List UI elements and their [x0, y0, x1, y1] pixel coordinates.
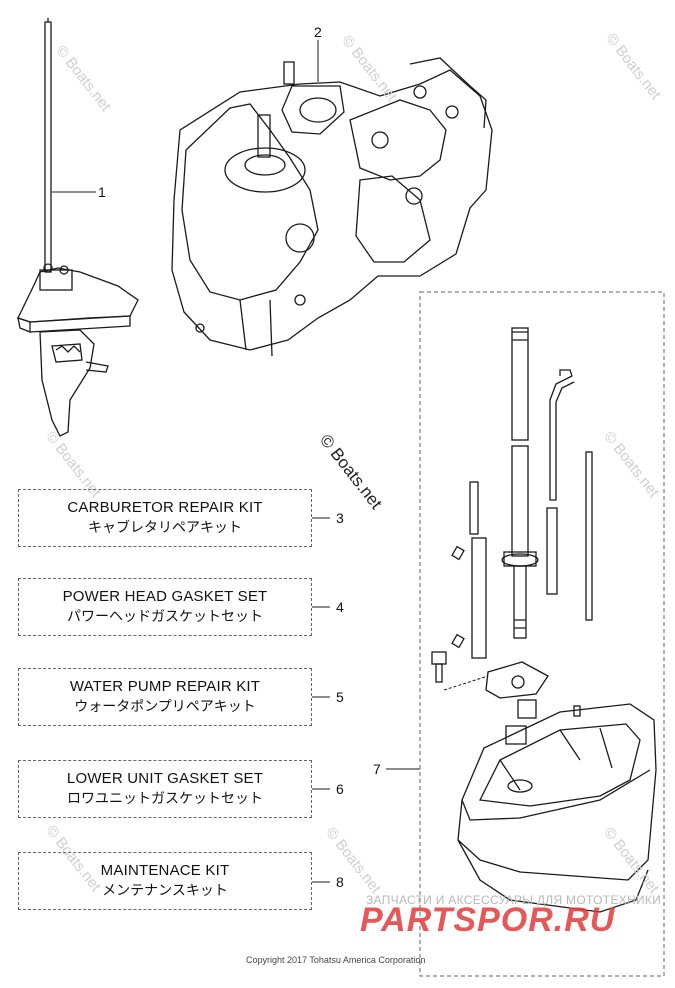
callout-6: 6 [336, 781, 344, 797]
kit-label-jp: メンテナンスキット [102, 883, 228, 899]
kit-maintenance: MAINTENACE KIT メンテナンスキット [18, 852, 312, 910]
callout-7: 7 [373, 761, 381, 777]
kit-lower-unit-gasket: LOWER UNIT GASKET SET ロワユニットガスケットセット [18, 760, 312, 818]
part-2-powerhead [171, 57, 493, 357]
callout-3: 3 [336, 510, 344, 526]
kit-carburetor-repair: CARBURETOR REPAIR KIT キャブレタリペアキット [18, 489, 312, 547]
leader-lines [52, 40, 420, 883]
dash-link [443, 675, 489, 691]
kit-label-en: LOWER UNIT GASKET SET [66, 770, 264, 787]
kit-label-en: POWER HEAD GASKET SET [62, 588, 268, 605]
kit-label-en: CARBURETOR REPAIR KIT [67, 499, 263, 516]
part-7-group-box [419, 291, 665, 977]
kit-label-en: WATER PUMP REPAIR KIT [69, 678, 261, 695]
kit-label-jp: キャブレタリペアキット [88, 520, 242, 536]
callout-4: 4 [336, 599, 344, 615]
kit-power-head-gasket: POWER HEAD GASKET SET パワーヘッドガスケットセット [18, 578, 312, 636]
callout-8: 8 [336, 874, 344, 890]
callout-1: 1 [98, 184, 106, 200]
callout-2: 2 [314, 24, 322, 40]
brand-subtitle: ЗАПЧАСТИ И АКСЕССУАРЫ ДЛЯ МОТОТЕХНИКИ [366, 893, 662, 907]
copyright-text: Copyright 2017 Tohatsu America Corporati… [246, 955, 426, 965]
kit-label-en: MAINTENACE KIT [100, 862, 230, 879]
part-1-lower-unit-assembly [17, 18, 139, 437]
kit-label-jp: パワーヘッドガスケットセット [67, 609, 263, 625]
kit-water-pump-repair: WATER PUMP REPAIR KIT ウォータポンプリペアキット [18, 668, 312, 726]
kit-label-jp: ウォータポンプリペアキット [74, 699, 256, 715]
kit-label-jp: ロワユニットガスケットセット [67, 791, 263, 807]
callout-5: 5 [336, 689, 344, 705]
part-7-lower-unit-components [431, 327, 657, 913]
brand-logo: PARTSPOR.RU [360, 901, 616, 939]
